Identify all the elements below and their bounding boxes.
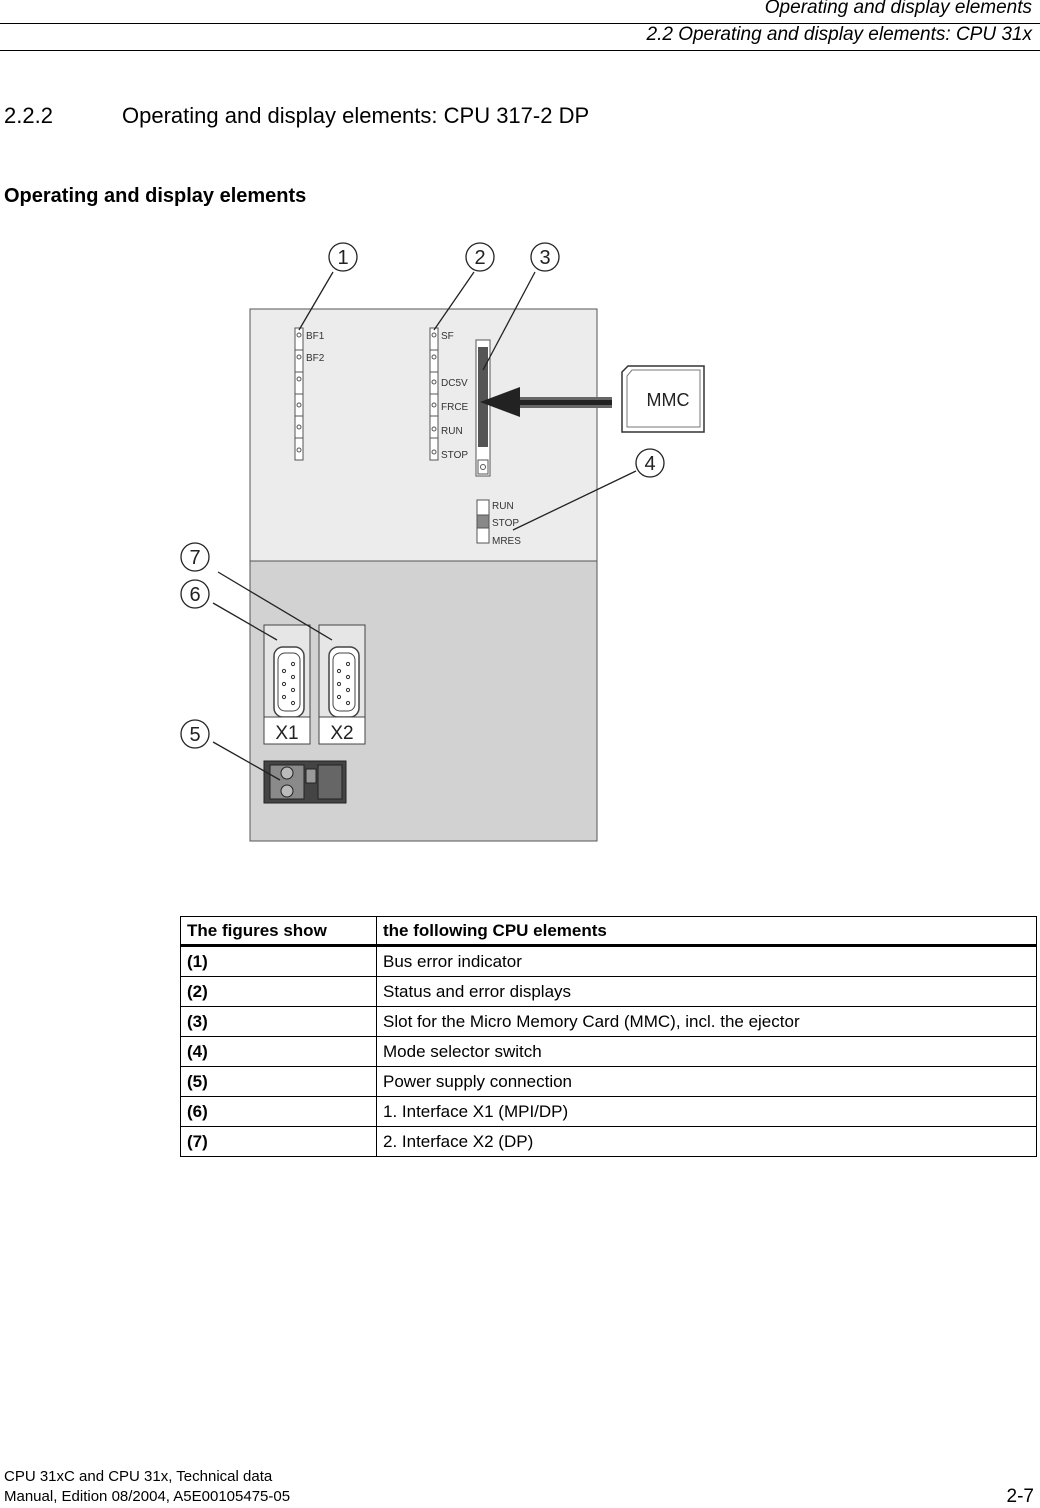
table-cell-ref: (7): [180, 1126, 377, 1157]
table-cell-desc: Mode selector switch: [376, 1036, 1037, 1067]
table-row: (7) 2. Interface X2 (DP): [180, 1126, 1037, 1157]
interface-x2-port: [318, 624, 366, 718]
table-cell-desc: Power supply connection: [376, 1066, 1037, 1097]
callout-3-icon: [530, 242, 560, 272]
table-row: (5) Power supply connection: [180, 1066, 1037, 1097]
callout-6-icon: [180, 579, 210, 609]
table-cell-ref: (2): [180, 976, 377, 1007]
led-label-stop: STOP: [441, 450, 468, 461]
led-label-bf1: BF1: [306, 331, 325, 342]
header-title: Operating and display elements: [764, 0, 1032, 18]
led-label-dc5v: DC5V: [441, 378, 468, 389]
callout-7-icon: [180, 542, 210, 572]
power-connector: [263, 760, 347, 804]
callout-4-icon: [635, 448, 665, 478]
interface-x2-label: X2: [330, 723, 353, 744]
module-upper-panel: [249, 308, 598, 562]
table-row: (2) Status and error displays: [180, 976, 1037, 1007]
subheading: Operating and display elements: [4, 185, 307, 207]
header-subtitle: 2.2 Operating and display elements: CPU …: [646, 24, 1033, 45]
mode-label-stop: STOP: [492, 518, 519, 529]
callout-2-label: 2: [474, 247, 485, 269]
insert-arrow-icon: [480, 387, 612, 417]
table-cell-ref: (3): [180, 1006, 377, 1037]
led-label-bf2: BF2: [306, 353, 325, 364]
callout-6-label: 6: [189, 584, 200, 606]
callout-2-icon: [465, 242, 495, 272]
table-cell-desc: Status and error displays: [376, 976, 1037, 1007]
table-cell-ref: (4): [180, 1036, 377, 1067]
interface-x1-port: [263, 624, 311, 718]
table-cell-desc: Bus error indicator: [376, 945, 1037, 977]
interface-x1-label: X1: [275, 723, 298, 744]
table-row: (1) Bus error indicator: [180, 945, 1037, 977]
mode-label-run: RUN: [492, 501, 514, 512]
callout-3-label: 3: [539, 247, 550, 269]
section-title: Operating and display elements: CPU 317-…: [122, 103, 590, 128]
table-cell-ref: (1): [180, 945, 377, 977]
x1-label-plate: [263, 716, 311, 745]
table-cell-desc: Slot for the Micro Memory Card (MMC), in…: [376, 1006, 1037, 1037]
x2-label-plate: [318, 716, 366, 745]
bus-error-led-strip: [294, 327, 304, 461]
callout-5-icon: [180, 719, 210, 749]
table-header-figures: The figures show: [180, 916, 377, 947]
status-led-strip: [429, 327, 439, 461]
table-cell-ref: (6): [180, 1096, 377, 1127]
elements-table: The figures show the following CPU eleme…: [180, 916, 1037, 1157]
header-rule-lower: [0, 50, 1040, 51]
mode-label-mres: MRES: [492, 536, 521, 547]
table-header-row: The figures show the following CPU eleme…: [180, 916, 1037, 947]
footer-line-1: CPU 31xC and CPU 31x, Technical data: [4, 1468, 273, 1485]
table-row: (3) Slot for the Micro Memory Card (MMC)…: [180, 1006, 1037, 1037]
page-number: 2-7: [1006, 1486, 1034, 1507]
callout-5-label: 5: [189, 724, 200, 746]
table-row: (6) 1. Interface X1 (MPI/DP): [180, 1096, 1037, 1127]
section-number: 2.2.2: [4, 103, 53, 128]
header-rule: [0, 23, 1040, 24]
mmc-label: MMC: [647, 390, 690, 410]
led-label-run: RUN: [441, 426, 463, 437]
led-label-sf: SF: [441, 331, 454, 342]
table-row: (4) Mode selector switch: [180, 1036, 1037, 1067]
mmc-slot: [475, 339, 491, 477]
callout-1-icon: [328, 242, 358, 272]
cpu-front-diagram: BF1 BF2 SF DC5V FRCE RUN STOP MMC: [180, 242, 705, 842]
table-cell-desc: 2. Interface X2 (DP): [376, 1126, 1037, 1157]
footer-line-2: Manual, Edition 08/2004, A5E00105475-05: [4, 1488, 291, 1505]
table-header-elements: the following CPU elements: [376, 916, 1037, 947]
callout-7-label: 7: [189, 547, 200, 569]
callout-1-label: 1: [337, 247, 348, 269]
leader-lines: [212, 271, 637, 781]
table-cell-desc: 1. Interface X1 (MPI/DP): [376, 1096, 1037, 1127]
mode-selector-switch: [476, 499, 490, 544]
table-cell-ref: (5): [180, 1066, 377, 1097]
callout-4-label: 4: [644, 453, 655, 475]
led-label-frce: FRCE: [441, 402, 469, 413]
mmc-card-icon: [621, 365, 705, 433]
